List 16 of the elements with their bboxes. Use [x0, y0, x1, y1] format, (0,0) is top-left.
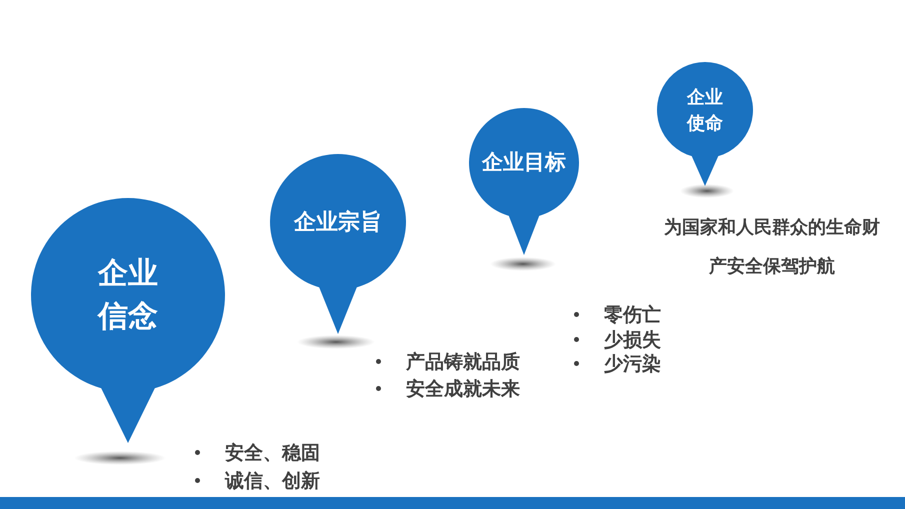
- pin-label: 企业目标: [480, 150, 567, 176]
- description-text: 为国家和人民群众的生命财产安全保驾护航: [663, 216, 881, 278]
- bullet-text: 少污染: [604, 352, 661, 377]
- pin-label: 企业信念: [96, 256, 159, 335]
- bullet-text: 安全成就未来: [406, 378, 520, 402]
- bullet-text: 产品铸就品质: [406, 350, 520, 375]
- map-pin: [657, 62, 753, 186]
- bullet-text: 少损失: [604, 328, 661, 352]
- map-pin: [270, 154, 406, 334]
- bullet-text: 安全、稳固: [225, 442, 320, 466]
- map-pin: [31, 198, 225, 443]
- map-pin: [469, 108, 579, 255]
- bullet-text: 诚信、创新: [225, 470, 320, 494]
- pin-label: 企业宗旨: [292, 208, 383, 236]
- bullet-text: 零伤亡: [604, 304, 661, 328]
- pin-label: 企业使命: [686, 86, 724, 136]
